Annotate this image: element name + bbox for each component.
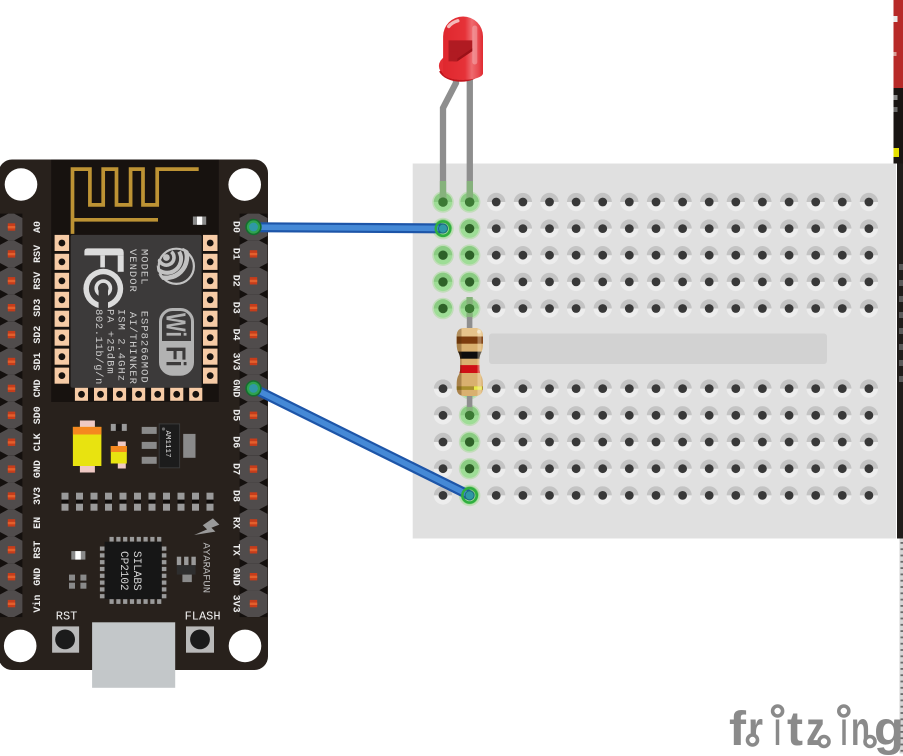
svg-text:ESP8266MOD: ESP8266MOD (137, 311, 149, 384)
svg-text:D3: D3 (230, 302, 241, 314)
svg-text:GND: GND (33, 460, 44, 478)
svg-text:RSV: RSV (33, 245, 44, 263)
svg-text:D4: D4 (230, 329, 241, 341)
svg-text:GND: GND (230, 379, 241, 397)
svg-text:RST: RST (56, 610, 78, 624)
svg-text:D6: D6 (230, 436, 241, 448)
svg-text:AI/THINKER: AI/THINKER (126, 312, 138, 385)
svg-text:CMD: CMD (33, 379, 44, 397)
svg-text:SILABS: SILABS (130, 551, 142, 591)
svg-text:RX: RX (230, 517, 241, 529)
svg-text:AM1117: AM1117 (163, 431, 171, 458)
svg-text:SD0: SD0 (33, 406, 44, 424)
svg-text:D2: D2 (230, 275, 241, 287)
svg-text:AYARAFUN: AYARAFUN (200, 543, 212, 593)
svg-text:PA +25dBm: PA +25dBm (103, 309, 115, 375)
svg-text:Wi: Wi (161, 313, 192, 337)
svg-text:CP2102: CP2102 (117, 551, 129, 591)
svg-text:Fi: Fi (161, 346, 192, 367)
svg-text:3V3: 3V3 (230, 595, 241, 613)
svg-text:n: n (851, 703, 870, 756)
svg-text:MODEL: MODEL (137, 249, 149, 286)
svg-text:D8: D8 (230, 490, 241, 502)
svg-text:SD1: SD1 (33, 352, 44, 370)
svg-text:A0: A0 (33, 221, 44, 233)
svg-text:z: z (806, 703, 825, 756)
svg-text:CLK: CLK (33, 433, 44, 451)
svg-text:r: r (748, 703, 763, 756)
svg-text:3V3: 3V3 (230, 352, 241, 370)
svg-text:FLASH: FLASH (185, 610, 221, 624)
svg-text:t: t (787, 703, 803, 756)
svg-text:VENDOR: VENDOR (126, 249, 138, 293)
svg-text:RSV: RSV (33, 272, 44, 290)
svg-text:ı: ı (841, 703, 848, 756)
svg-text:SD3: SD3 (33, 299, 44, 317)
svg-text:D5: D5 (230, 409, 241, 421)
svg-text:SD2: SD2 (33, 326, 44, 344)
svg-text:GND: GND (230, 568, 241, 586)
svg-text:D0: D0 (230, 221, 241, 233)
svg-text:TX: TX (230, 544, 241, 556)
svg-text:D7: D7 (230, 463, 241, 475)
svg-text:Vin: Vin (32, 595, 44, 613)
svg-text:GND: GND (33, 568, 44, 586)
svg-text:ı: ı (774, 703, 781, 756)
svg-text:f: f (729, 703, 747, 756)
svg-text:ISM 2.4GHz: ISM 2.4GHz (115, 309, 127, 382)
svg-text:D1: D1 (230, 248, 241, 260)
svg-text:RST: RST (33, 541, 44, 559)
svg-text:EN: EN (33, 517, 44, 529)
svg-text:g: g (874, 703, 903, 756)
svg-text:802.11b/g/n: 802.11b/g/n (92, 309, 104, 385)
svg-text:3V3: 3V3 (33, 487, 44, 505)
